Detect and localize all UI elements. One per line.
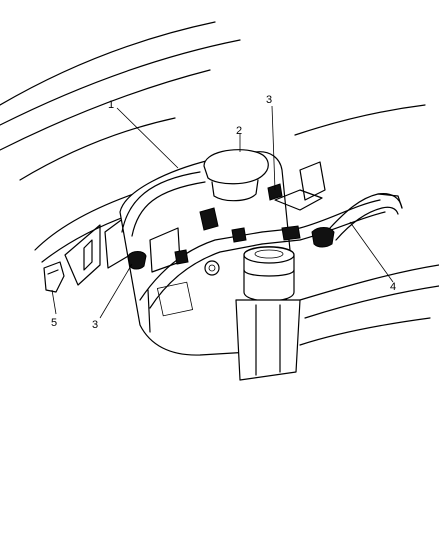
left-bracket <box>64 214 131 286</box>
hose-right <box>329 193 403 241</box>
fittings <box>174 207 335 265</box>
clip <box>43 261 65 293</box>
hose-upper <box>121 171 206 237</box>
hose-main <box>139 199 386 309</box>
upper-right-bracket <box>267 161 326 211</box>
callout-5: 5 <box>51 317 57 329</box>
reservoir-cap <box>203 149 269 202</box>
callout-1: 1 <box>108 99 114 111</box>
callout-2: 2 <box>236 125 242 137</box>
hood-lines <box>0 21 241 263</box>
leader-lines <box>51 105 394 319</box>
fender-lines <box>294 104 439 346</box>
bolt-left <box>127 251 147 270</box>
callout-4: 4 <box>390 281 396 293</box>
callout-3-upper: 3 <box>266 94 272 106</box>
callout-3-lower: 3 <box>92 319 98 331</box>
accumulator <box>235 246 301 381</box>
